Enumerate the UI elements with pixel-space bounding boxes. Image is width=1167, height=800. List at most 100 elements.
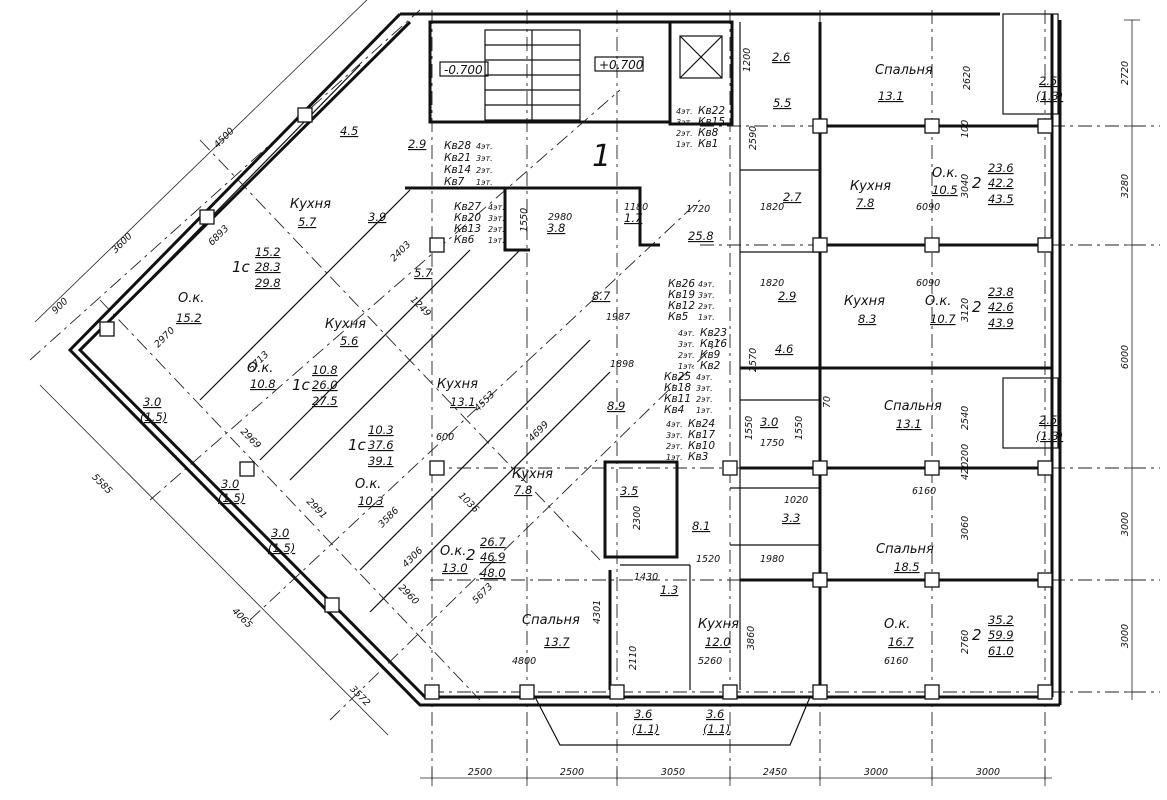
apt-floor: 4эт. — [488, 203, 505, 212]
room-name: Кухня — [844, 294, 885, 309]
room-area: 10.7 — [930, 312, 956, 326]
apartment-summary: 1с 15.2 28.3 29.8 — [232, 245, 281, 290]
dim-label: 2500 — [560, 767, 584, 778]
balcony-reduced: (1.1) — [703, 722, 730, 736]
balcony-reduced: (1.3) — [1036, 429, 1063, 443]
apartment-summary: 1с 10.3 37.6 39.1 — [348, 423, 394, 468]
room-name: О.к. — [884, 617, 910, 632]
apt-floor: 3эт. — [676, 118, 693, 127]
dim-label: 70 — [822, 396, 833, 408]
apartment-area: 43.5 — [988, 192, 1014, 206]
balcony-reduced: (1.3) — [1036, 89, 1063, 103]
balcony-area: 2.5 — [1039, 413, 1057, 427]
apt-floor: 4эт. — [698, 280, 715, 289]
dim-label: 3000 — [976, 767, 1000, 778]
dim-label: 2969 — [238, 426, 263, 451]
apartment-list: Кв22 4эт. Кв15 3эт. Кв8 2эт. Кв1 1эт. — [676, 105, 725, 150]
apartment-lists: Кв28 4эт. Кв21 3эт. Кв14 2эт. Кв7 1эт. К… — [444, 105, 727, 463]
dim-label: 200 — [960, 444, 971, 462]
dim-label: 1720 — [686, 204, 710, 215]
room-name: О.к. — [440, 544, 466, 559]
area-label: 25.8 — [688, 229, 714, 243]
apartment-rooms: 2 — [972, 298, 982, 316]
apartment-rooms: 1с — [232, 258, 251, 276]
apt-number: Кв26 — [668, 278, 695, 290]
apt-number: Кв5 — [668, 311, 689, 323]
dim-label: 2403 — [388, 239, 413, 264]
apartment-list: Кв23 4эт. Кв16 3эт. Кв9 2эт. Кв2 1эт. — [678, 327, 727, 372]
dim-label: 1249 — [408, 294, 433, 319]
apartment-area: 46.9 — [480, 550, 506, 564]
room-name: Спальня — [884, 399, 942, 414]
apt-floor: 4эт. — [666, 420, 683, 429]
dim-label: 420 — [960, 462, 971, 480]
apartment-area: 28.3 — [255, 260, 281, 274]
apt-floor: 3эт. — [488, 214, 505, 223]
apt-number: Кв28 — [444, 140, 471, 152]
area-label: 5.7 — [414, 266, 433, 280]
area-label: 2.9 — [408, 137, 426, 151]
apt-number: Кв2 — [700, 360, 721, 372]
dim-label: 2300 — [632, 506, 643, 530]
balcony-reduced: (1.5) — [140, 410, 167, 424]
level-box — [439, 61, 489, 77]
balcony-reduced: (1.1) — [632, 722, 659, 736]
dim-label: 1750 — [760, 438, 784, 449]
apartment-summaries: 1с 15.2 28.3 29.8 1с 10.8 26.0 27.5 1с 1… — [232, 161, 1014, 658]
apt-floor: 1эт. — [696, 406, 713, 415]
room-area: 10.8 — [250, 377, 276, 391]
dim-label: 6893 — [206, 223, 231, 248]
dim-label: 5585 — [89, 472, 114, 497]
dim-label: 6160 — [912, 486, 936, 497]
dim-label: 2110 — [628, 646, 639, 670]
dim-label: 600 — [436, 432, 454, 443]
apt-number: Кв3 — [688, 451, 708, 463]
apartment-area: 10.3 — [368, 423, 394, 437]
dim-label: 1520 — [696, 554, 720, 565]
dim-label: 2620 — [962, 66, 973, 90]
apt-floor: 2эт. — [678, 351, 695, 360]
apartment-area: 59.9 — [988, 628, 1014, 642]
apartment-list: Кв27 4эт. Кв20 3эт. Кв13 2эт. Кв6 1эт. — [454, 201, 505, 246]
room-area: 15.2 — [176, 311, 202, 325]
apt-floor: 2эт. — [676, 129, 693, 138]
dim-label: 3600 — [110, 231, 135, 256]
room-name: Кухня — [437, 377, 478, 392]
apt-number: Кв17 — [688, 429, 715, 441]
apt-floor: 4эт. — [696, 373, 713, 382]
dim-label: 900 — [50, 296, 71, 317]
dim-label: 3572 — [347, 684, 372, 709]
apartment-rooms: 1с — [348, 436, 367, 454]
outer-walls — [67, 12, 1062, 746]
apartment-list: Кв24 4эт. Кв17 3эт. Кв10 2эт. Кв3 1эт. — [666, 418, 715, 463]
apt-number: Кв18 — [664, 382, 691, 394]
apartment-summary: 2 23.8 42.6 43.9 — [972, 285, 1014, 330]
room-name: О.к. — [932, 166, 958, 181]
dim-label: 2570 — [748, 348, 759, 372]
room-area: 13.1 — [878, 89, 904, 103]
apartment-area: 26.7 — [480, 535, 506, 549]
room-area: 16.7 — [888, 635, 914, 649]
apt-floor: 4эт. — [676, 107, 693, 116]
area-label: 8.9 — [607, 399, 625, 413]
apt-floor: 4эт. — [476, 142, 493, 151]
room-name: Кухня — [850, 179, 891, 194]
dim-label: 2960 — [396, 582, 421, 607]
room-name: Кухня — [290, 197, 331, 212]
area-label: 4.6 — [775, 342, 793, 356]
apt-floor: 2эт. — [476, 166, 493, 175]
area-label: 8.7 — [592, 289, 611, 303]
apt-number: Кв21 — [444, 152, 471, 164]
room-area: 7.8 — [856, 196, 874, 210]
room-area: 10.3 — [358, 494, 384, 508]
apt-number: Кв7 — [444, 176, 465, 188]
apt-number: Кв1 — [698, 138, 718, 150]
apartment-list: Кв26 4эт. Кв19 3эт. Кв12 2эт. Кв5 1эт. — [668, 278, 715, 323]
balcony-reduced: (1.5) — [218, 491, 245, 505]
apartment-summary: 2 23.6 42.2 43.5 — [972, 161, 1014, 206]
right-dimensions: 2720 3280 6000 3000 3000 — [1120, 19, 1140, 700]
apartment-rooms: 2 — [972, 626, 982, 644]
apt-number: Кв16 — [700, 338, 727, 350]
room-area: 5.6 — [340, 334, 358, 348]
